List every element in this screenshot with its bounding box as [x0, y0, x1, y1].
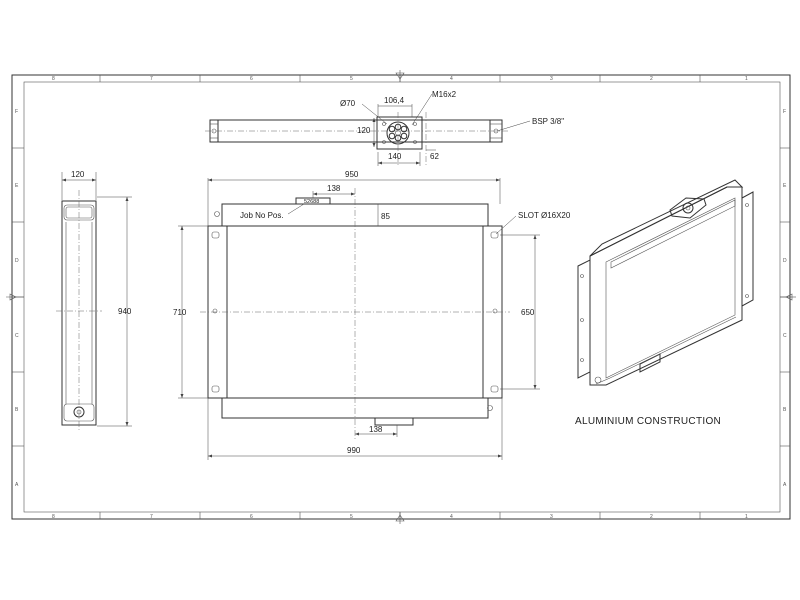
row-label: B — [15, 407, 19, 413]
dim-62: 62 — [430, 152, 439, 161]
front-view: 52688 950 138 Job No Pos. 85 SLOT Ø16X20… — [173, 170, 571, 460]
isometric-view — [577, 179, 754, 386]
col-label: 2 — [650, 76, 653, 82]
row-label: C — [783, 333, 787, 339]
dim-710: 710 — [173, 308, 187, 317]
row-label: A — [15, 482, 19, 488]
dim-138-bottom: 138 — [369, 425, 383, 434]
dim-990: 990 — [347, 446, 361, 455]
dim-120: 120 — [357, 126, 371, 135]
row-label: F — [15, 109, 18, 115]
dim-950: 950 — [345, 170, 359, 179]
row-label: F — [783, 109, 786, 115]
col-label: 4 — [450, 76, 453, 82]
slot-label: SLOT Ø16X20 — [518, 211, 571, 220]
col-label: 4 — [450, 514, 453, 520]
side-view: 120 940 — [56, 170, 132, 432]
col-label: 6 — [250, 76, 253, 82]
row-label: D — [783, 258, 787, 264]
col-label: 3 — [550, 514, 553, 520]
col-label: 6 — [250, 514, 253, 520]
dim-85: 85 — [381, 212, 390, 221]
row-label: E — [15, 183, 19, 189]
col-label: 7 — [150, 76, 153, 82]
dim-650: 650 — [521, 308, 535, 317]
thread-m16: M16x2 — [432, 90, 457, 99]
col-label: 5 — [350, 76, 353, 82]
side-width-120: 120 — [71, 170, 85, 179]
construction-note: ALUMINIUM CONSTRUCTION — [575, 416, 721, 427]
col-label: 5 — [350, 514, 353, 520]
sheet-border: 8 7 6 5 4 3 2 1 8 7 6 5 4 3 2 1 F E D C … — [6, 70, 796, 524]
diameter-70: Ø70 — [340, 99, 356, 108]
row-label: D — [15, 258, 19, 264]
side-height-940: 940 — [118, 307, 132, 316]
col-label: 8 — [52, 514, 55, 520]
col-label: 3 — [550, 76, 553, 82]
row-label: B — [783, 407, 787, 413]
dim-138-top: 138 — [327, 184, 341, 193]
col-label: 2 — [650, 514, 653, 520]
col-label: 7 — [150, 514, 153, 520]
top-view: 140 120 62 106,4 Ø70 M16x2 BSP 3/8" — [205, 90, 564, 166]
job-label: Job No Pos. — [240, 211, 284, 220]
col-label: 1 — [745, 76, 748, 82]
bsp-label: BSP 3/8" — [532, 117, 564, 126]
row-label: C — [15, 333, 19, 339]
row-label: A — [783, 482, 787, 488]
dim-140: 140 — [388, 152, 402, 161]
job-number: 52688 — [304, 199, 319, 205]
col-label: 1 — [745, 514, 748, 520]
col-label: 8 — [52, 76, 55, 82]
dim-106-4: 106,4 — [384, 96, 405, 105]
row-label: E — [783, 183, 787, 189]
